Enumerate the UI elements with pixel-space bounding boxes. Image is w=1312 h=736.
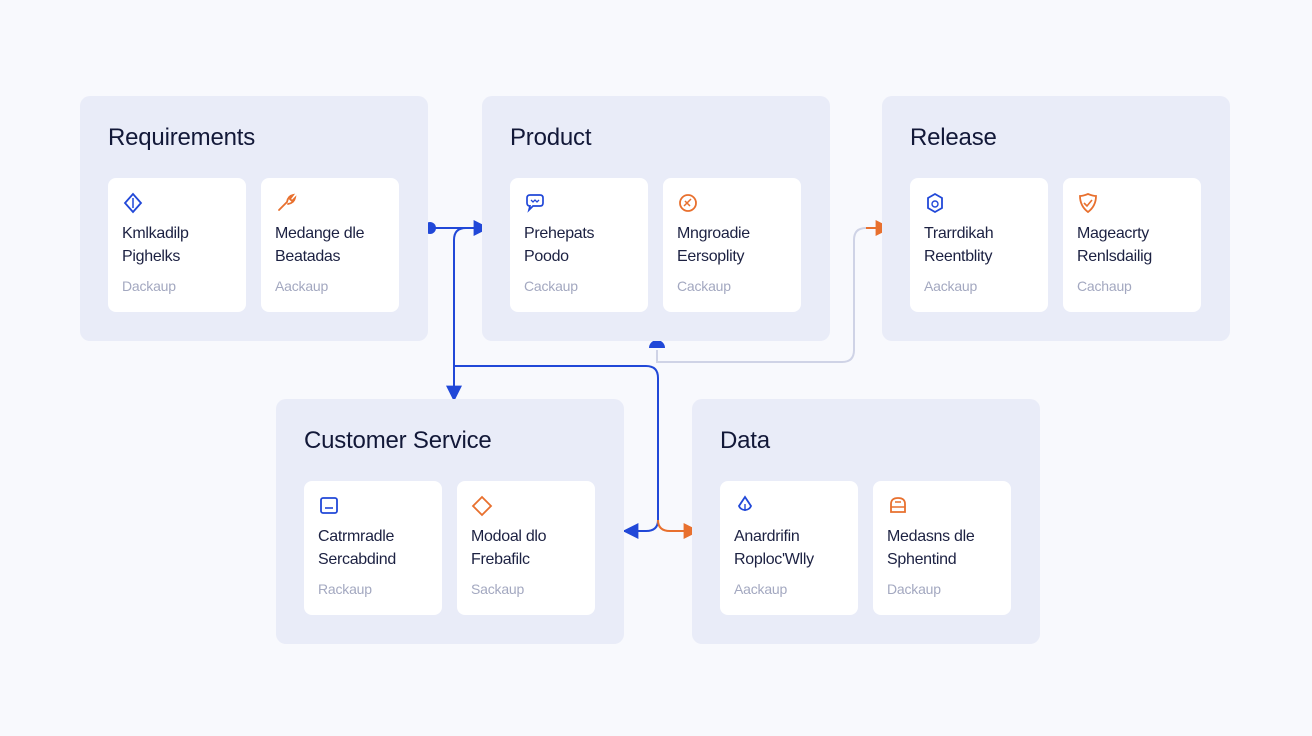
card[interactable]: Medange dle Beatadas Aackaup xyxy=(261,178,399,312)
database-icon xyxy=(890,497,906,513)
group-title: Requirements xyxy=(108,124,256,151)
shield-icon xyxy=(679,194,697,212)
card[interactable]: Prehepats Poodo Cackaup xyxy=(510,178,648,312)
card-title-line: Sercabdind xyxy=(318,551,396,568)
card-title-line: Pighelks xyxy=(122,248,181,265)
card-meta: Aackaup xyxy=(734,581,788,597)
card-title-line: Medasns dle xyxy=(887,528,975,545)
card-title-line: Sphentind xyxy=(887,551,957,568)
diamond-outline-icon xyxy=(471,495,493,517)
group-title: Data xyxy=(720,427,770,454)
connector-product-release xyxy=(656,227,890,363)
product-output-port xyxy=(649,340,665,348)
group-requirements: Requirements Kmlkadilp Pighelks Dackaup … xyxy=(80,96,428,341)
group-customer-service: Customer Service Catrmradle Sercabdind R… xyxy=(276,399,624,644)
card[interactable]: Anardrifin Roploc'Wlly Aackaup xyxy=(720,481,858,615)
card[interactable]: Kmlkadilp Pighelks Dackaup xyxy=(108,178,246,312)
monitor-icon xyxy=(320,497,338,514)
connector-requirements-customer-service xyxy=(446,227,467,402)
wrench-icon xyxy=(278,193,297,211)
drop-icon xyxy=(737,495,753,511)
card-title-line: Roploc'Wlly xyxy=(734,551,814,568)
card[interactable]: Mngroadie Eersoplity Cackaup xyxy=(663,178,801,312)
group-title: Release xyxy=(910,124,997,151)
group-data: Data Anardrifin Roploc'Wlly Aackaup Meda… xyxy=(692,399,1040,644)
card-title-line: Kmlkadilp xyxy=(122,225,189,242)
card-title-line: Mngroadie xyxy=(677,225,750,242)
card[interactable]: Medasns dle Sphentind Dackaup xyxy=(873,481,1011,615)
card-meta: Sackaup xyxy=(471,581,525,597)
card[interactable]: Catrmradle Sercabdind Rackaup xyxy=(304,481,442,615)
card-title-line: Renlsdailig xyxy=(1077,248,1152,265)
card-title-line: Mageacrty xyxy=(1077,225,1149,242)
group-product: Product Prehepats Poodo Cackaup Mngroadi… xyxy=(482,96,830,341)
card-title-line: Eersoplity xyxy=(677,248,745,265)
card-title-line: Poodo xyxy=(524,248,569,265)
check-shield-icon xyxy=(1079,193,1097,214)
card-title-line: Catrmradle xyxy=(318,528,395,545)
card[interactable]: Trarrdikah Reentblity Aackaup xyxy=(910,178,1048,312)
card-meta: Dackaup xyxy=(887,581,941,597)
card-title-line: Prehepats xyxy=(524,225,595,242)
card-title-line: Reentblity xyxy=(924,248,993,265)
chat-icon xyxy=(526,194,544,213)
card-title-line: Modoal dlo xyxy=(471,528,547,545)
diamond-icon xyxy=(123,192,143,214)
card-title-line: Medange dle xyxy=(275,225,365,242)
card-title-line: Frebafilc xyxy=(471,551,530,568)
card-meta: Aackaup xyxy=(275,278,329,294)
card[interactable]: Mageacrty Renlsdailig Cachaup xyxy=(1063,178,1201,312)
card-meta: Cachaup xyxy=(1077,278,1132,294)
card-meta: Dackaup xyxy=(122,278,176,294)
group-title: Customer Service xyxy=(304,427,492,454)
card-title-line: Anardrifin xyxy=(734,528,800,545)
group-release: Release Trarrdikah Reentblity Aackaup Ma… xyxy=(882,96,1230,341)
card-meta: Rackaup xyxy=(318,581,372,597)
card-meta: Aackaup xyxy=(924,278,978,294)
connector-requirements-data xyxy=(454,365,659,539)
connector-to-data xyxy=(657,519,700,539)
card[interactable]: Modoal dlo Frebafilc Sackaup xyxy=(457,481,595,615)
hexagon-icon xyxy=(927,192,943,214)
card-title-line: Beatadas xyxy=(275,248,341,265)
card-title-line: Trarrdikah xyxy=(924,225,994,242)
card-meta: Cackaup xyxy=(677,278,731,294)
group-title: Product xyxy=(510,124,592,151)
card-meta: Cackaup xyxy=(524,278,578,294)
